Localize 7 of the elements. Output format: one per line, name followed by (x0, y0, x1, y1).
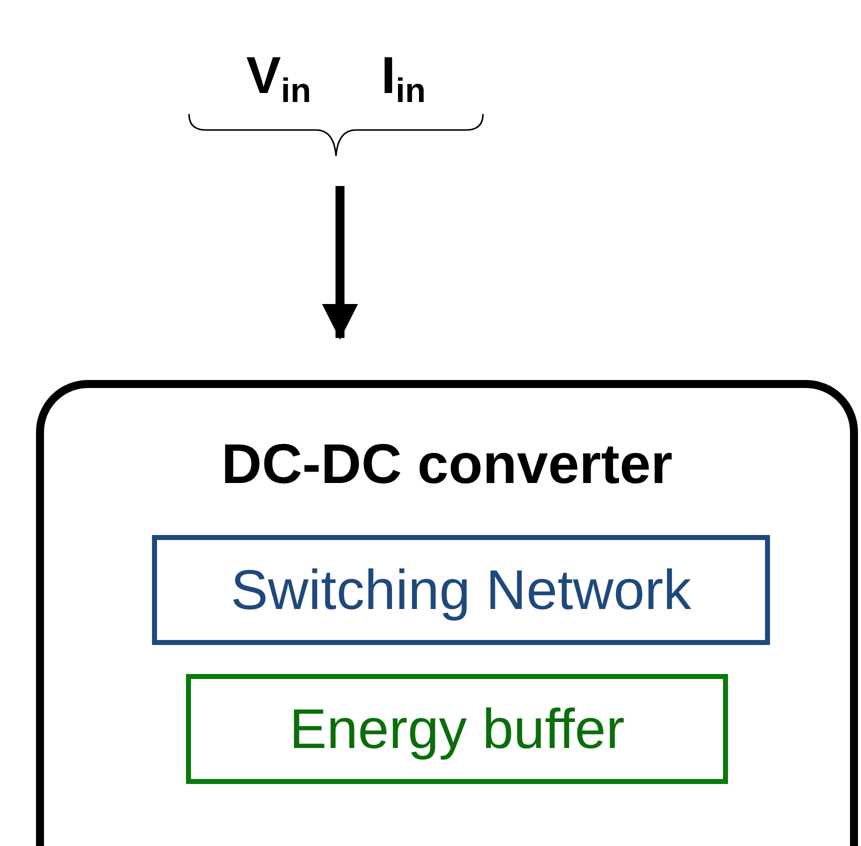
process-box (186, 674, 728, 784)
process-box (152, 535, 770, 645)
signal-label: I$_{in}$ (381, 50, 426, 102)
converter-box (36, 380, 858, 846)
signal-label: V$_{in}$ (246, 50, 312, 102)
arrow (322, 186, 358, 340)
title-text: DC-DC converter (221, 436, 673, 492)
